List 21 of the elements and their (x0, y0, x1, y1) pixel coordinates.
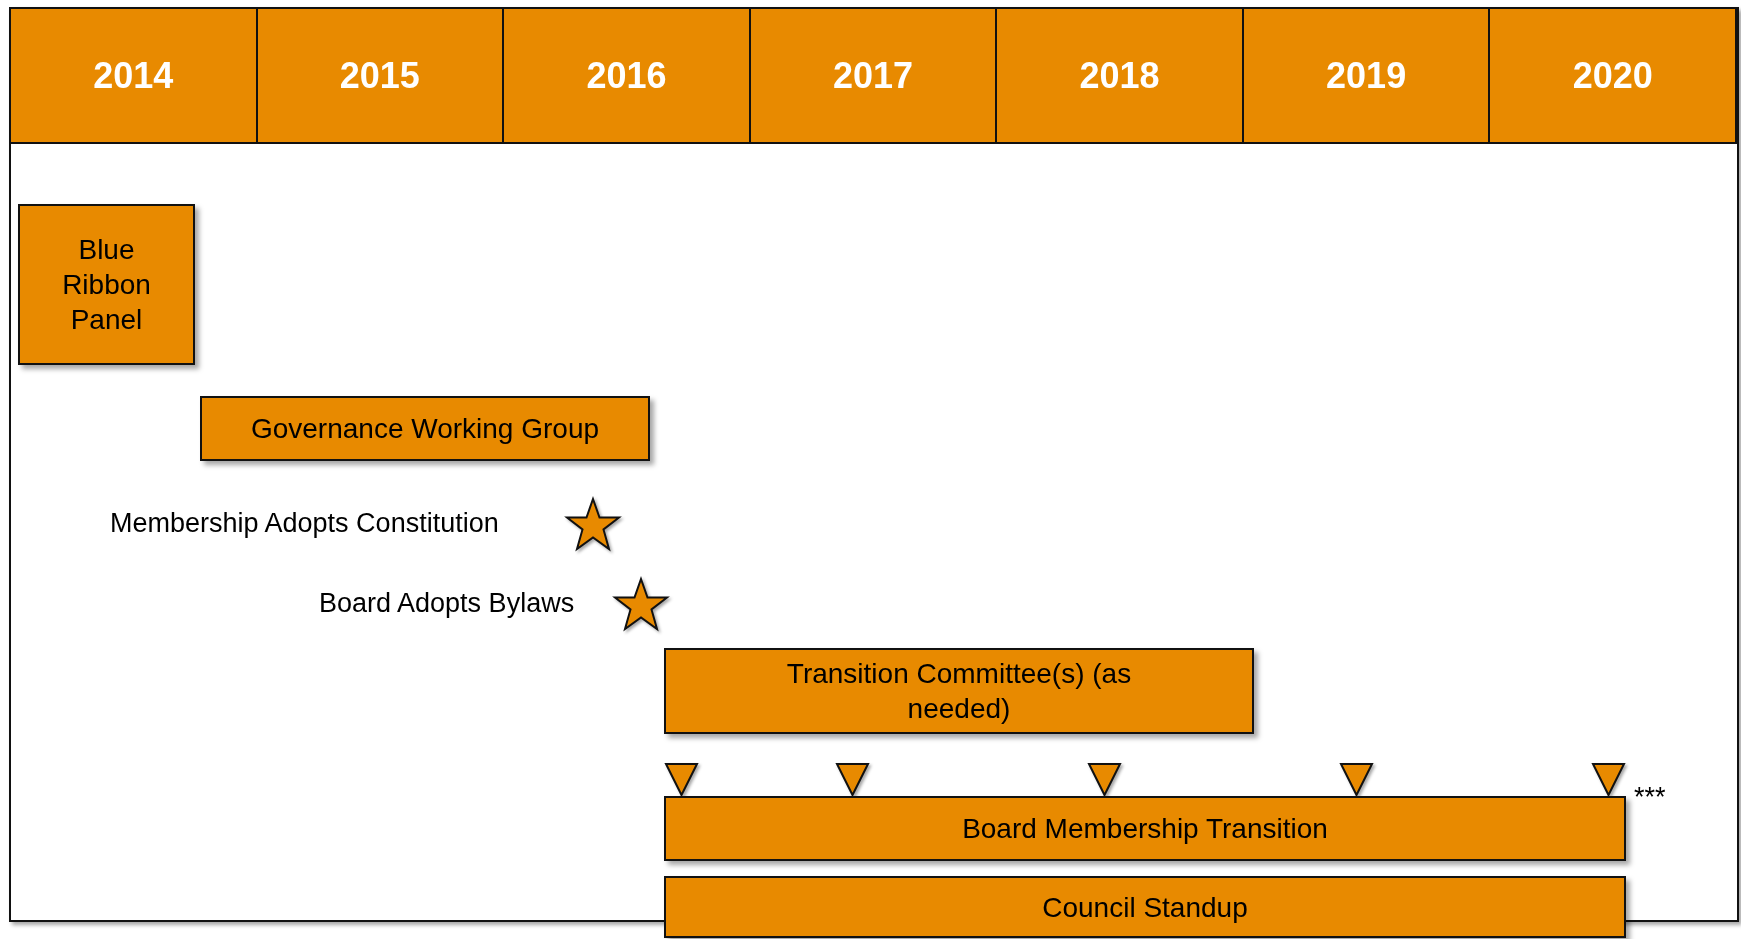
year-header-cell: 2018 (995, 7, 1244, 144)
year-header-cell: 2014 (9, 7, 258, 144)
timeline-bar: Governance Working Group (200, 396, 650, 461)
milestone-star (614, 578, 668, 632)
year-header-cell: 2020 (1488, 7, 1737, 144)
milestone-triangle (836, 763, 869, 796)
milestone-star (566, 498, 620, 552)
timeline-bar: Council Standup (664, 876, 1626, 938)
year-header-cell: 2015 (255, 7, 505, 144)
milestone-triangle (1340, 763, 1373, 796)
milestone-label: Board Adopts Bylaws (319, 588, 575, 619)
milestone-triangle (665, 763, 698, 796)
year-header-cell: 2017 (748, 7, 998, 144)
timeline-bar: Blue Ribbon Panel (18, 204, 195, 365)
year-header-cell: 2019 (1241, 7, 1491, 144)
milestone-triangle (1088, 763, 1121, 796)
timeline-bar: Transition Committee(s) (as needed) (664, 648, 1254, 734)
milestone-triangle (1592, 763, 1625, 796)
year-header-cell: 2016 (502, 7, 751, 144)
note-marker: *** (1634, 782, 1666, 813)
milestone-label: Membership Adopts Constitution (110, 508, 499, 539)
